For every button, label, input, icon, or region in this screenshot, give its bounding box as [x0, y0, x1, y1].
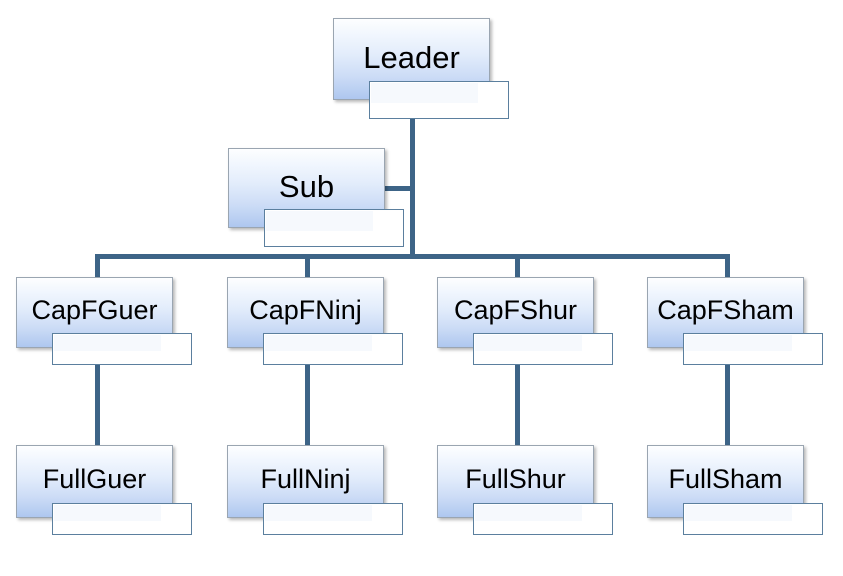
- node-capfguer-secondary[interactable]: [52, 333, 192, 365]
- connector-leader-trunk: [410, 100, 415, 258]
- node-fullsham-label: FullSham: [668, 464, 783, 494]
- node-sub-secondary[interactable]: [264, 209, 404, 247]
- node-leader[interactable]: Leader: [333, 18, 509, 119]
- node-fullshur[interactable]: FullShur: [437, 445, 613, 535]
- node-fullsham[interactable]: FullSham: [647, 445, 823, 535]
- connector-capfguer-fullguer: [95, 348, 100, 446]
- connector-trunk-to-sub: [383, 186, 412, 191]
- node-capfshur-label: CapFShur: [453, 295, 578, 325]
- connector-distribution-bus: [95, 254, 730, 259]
- node-sub-label: Sub: [278, 168, 335, 204]
- connector-drop-capfsham: [725, 254, 730, 278]
- node-capfninj-label: CapFNinj: [249, 295, 362, 325]
- node-capfsham[interactable]: CapFSham: [647, 277, 823, 365]
- node-fullsham-secondary[interactable]: [683, 503, 823, 535]
- node-capfshur[interactable]: CapFShur: [437, 277, 613, 365]
- node-fullguer-label: FullGuer: [42, 464, 147, 494]
- node-fullguer[interactable]: FullGuer: [16, 445, 192, 535]
- node-capfsham-label: CapFSham: [657, 295, 794, 325]
- node-capfshur-secondary[interactable]: [473, 333, 613, 365]
- node-leader-secondary[interactable]: [369, 81, 509, 119]
- node-fullshur-label: FullShur: [465, 464, 566, 494]
- node-fullshur-secondary[interactable]: [473, 503, 613, 535]
- node-leader-label: Leader: [363, 39, 460, 75]
- node-capfninj-secondary[interactable]: [263, 333, 403, 365]
- connector-drop-capfninj: [305, 254, 310, 278]
- connector-drop-capfguer: [95, 254, 100, 278]
- node-capfguer[interactable]: CapFGuer: [16, 277, 192, 365]
- connector-drop-capfshur: [515, 254, 520, 278]
- node-sub[interactable]: Sub: [228, 148, 404, 247]
- connector-capfsham-fullsham: [725, 348, 730, 446]
- node-fullninj-label: FullNinj: [260, 464, 351, 494]
- node-capfninj[interactable]: CapFNinj: [227, 277, 403, 365]
- node-capfguer-label: CapFGuer: [31, 295, 158, 325]
- node-fullguer-secondary[interactable]: [52, 503, 192, 535]
- node-capfsham-secondary[interactable]: [683, 333, 823, 365]
- connector-capfshur-fullshur: [515, 348, 520, 446]
- node-fullninj[interactable]: FullNinj: [227, 445, 403, 535]
- node-fullninj-secondary[interactable]: [263, 503, 403, 535]
- connector-capfninj-fullninj: [305, 348, 310, 446]
